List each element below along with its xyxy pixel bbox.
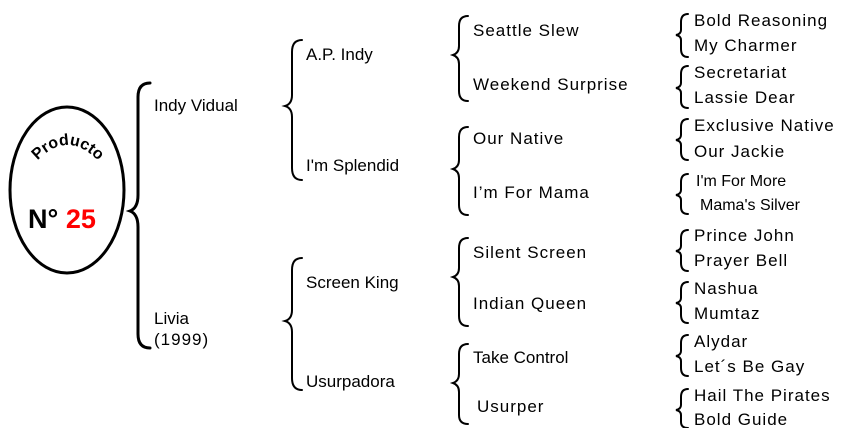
g4-name: Mumtaz [694,304,761,323]
sire-name: Indy Vidual [154,96,238,115]
brace-weekend-surprise [675,65,689,109]
g3-name: Our Native [473,129,565,148]
number-prefix: N° [28,204,59,234]
g4-name: Exclusive Native [694,116,835,135]
g4-name: Nashua [694,279,759,298]
brace-usurper [675,388,689,428]
brace-splendid [449,126,469,216]
brace-take-control [675,334,689,377]
g4-name: Prince John [694,226,795,245]
g3-name: Usurper [477,397,545,416]
g4-name: Prayer Bell [694,251,789,270]
brace-our-native [675,118,689,161]
dam-dam-name: Usurpadora [306,372,395,391]
number-value: 25 [65,204,96,234]
dam-sire-name: Screen King [306,273,399,292]
g3-name: I’m For Mama [473,183,590,202]
brace-sire [281,39,303,181]
g4-name: Let´s Be Gay [694,357,806,376]
dam-year: (1999) [154,330,210,349]
product-label: Producto [29,132,108,164]
g3-name: Weekend Surprise [473,75,629,94]
brace-im-for-mama [675,173,689,215]
brace-dam [281,257,303,391]
brace-gen1 [125,81,152,350]
g4-name: Bold Reasoning [694,11,829,30]
g3-name: Seattle Slew [473,21,580,40]
g4-name: Our Jackie [694,142,786,161]
product-ellipse [8,105,126,275]
product-number: N° 25 [28,204,96,235]
sire-dam-name: I'm Splendid [306,156,400,175]
g4-name: Secretariat [694,63,788,82]
g4-name: Alydar [694,332,749,351]
g3-name: Indian Queen [473,294,588,313]
g3-name: Silent Screen [473,243,588,262]
g4-name: Lassie Dear [694,88,796,107]
g4-name: Bold Guide [694,410,789,429]
brace-ap-indy [449,15,469,102]
brace-screen-king [449,237,469,327]
brace-indian-queen [675,281,689,324]
g4-name: Hail The Pirates [694,386,831,405]
g4-name: I'm For More [696,173,787,190]
brace-silent-screen [675,229,689,272]
dam-name: Livia [154,309,189,328]
sire-sire-name: A.P. Indy [306,45,373,64]
g3-name: Take Control [473,348,569,367]
brace-seattle-slew [675,13,689,58]
brace-usurpadora [449,343,469,425]
g4-name: My Charmer [694,36,798,55]
g4-name: Mama's Silver [700,197,800,214]
